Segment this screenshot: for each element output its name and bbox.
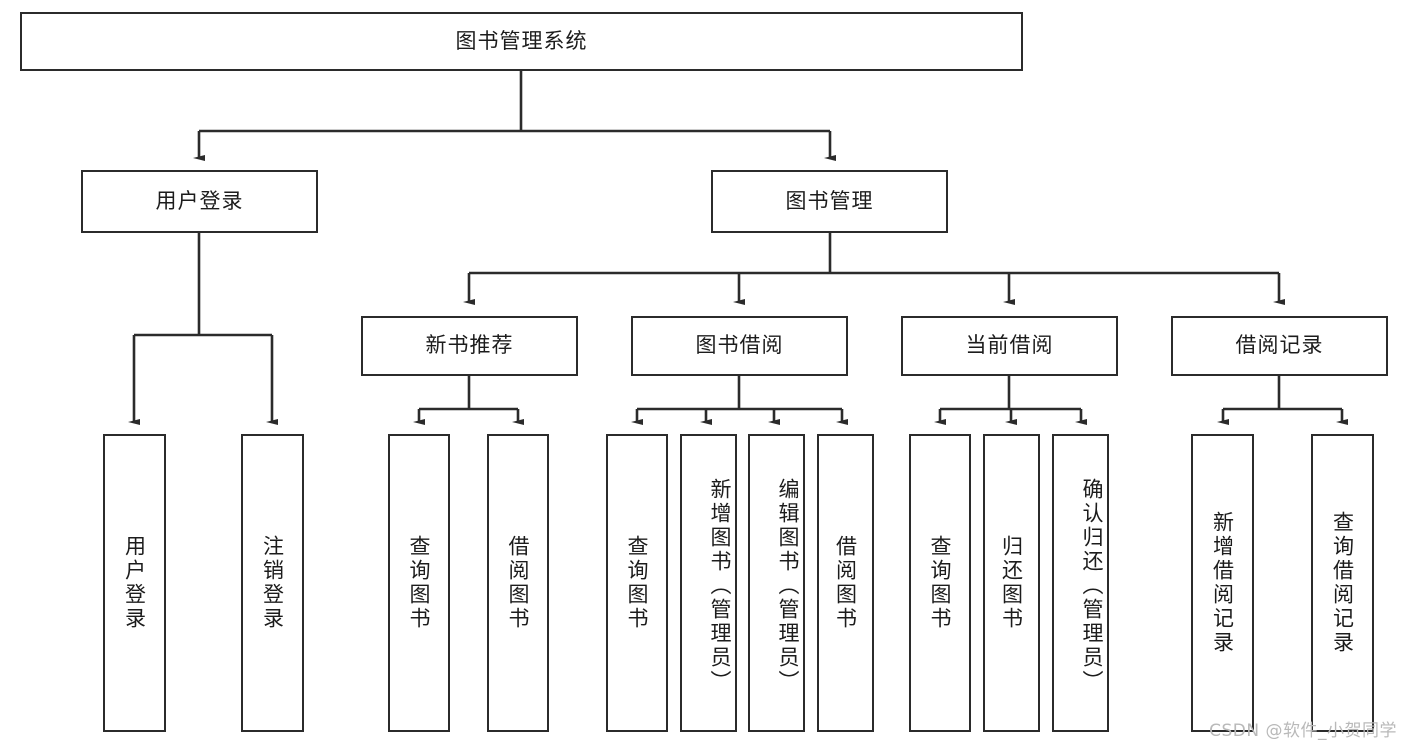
node-leaf-query-book-2[interactable]: 查询图书 (606, 434, 668, 732)
node-leaf-return-book-label: 归还图书 (999, 535, 1024, 631)
node-leaf-query-book-1[interactable]: 查询图书 (388, 434, 450, 732)
node-borrow-record-label: 借阅记录 (1235, 333, 1324, 358)
node-leaf-confirm-return-label: 确认归还（管理员） (1080, 478, 1104, 694)
node-leaf-query-borrow-record[interactable]: 查询借阅记录 (1311, 434, 1374, 732)
node-leaf-user-login[interactable]: 用户登录 (103, 434, 166, 732)
node-leaf-add-borrow-record-label: 新增借阅记录 (1210, 511, 1235, 655)
node-user-login-label: 用户登录 (155, 188, 244, 213)
node-book-management-label: 图书管理 (785, 188, 874, 213)
node-leaf-query-book-3-label: 查询图书 (928, 535, 952, 631)
node-leaf-edit-book-label: 编辑图书（管理员） (776, 478, 800, 694)
node-leaf-query-book-1-label: 查询图书 (407, 535, 431, 631)
node-leaf-query-borrow-record-label: 查询借阅记录 (1330, 511, 1355, 655)
node-leaf-confirm-return[interactable]: 确认归还（管理员） (1052, 434, 1109, 732)
node-leaf-return-book[interactable]: 归还图书 (983, 434, 1040, 732)
node-leaf-borrow-book-2[interactable]: 借阅图书 (817, 434, 874, 732)
node-leaf-edit-book[interactable]: 编辑图书（管理员） (748, 434, 805, 732)
node-leaf-add-borrow-record[interactable]: 新增借阅记录 (1191, 434, 1254, 732)
node-book-borrow[interactable]: 图书借阅 (631, 316, 848, 376)
node-leaf-borrow-book-1-label: 借阅图书 (506, 535, 530, 631)
node-leaf-logout-label: 注销登录 (260, 535, 285, 631)
node-book-management[interactable]: 图书管理 (711, 170, 948, 233)
node-user-login[interactable]: 用户登录 (81, 170, 318, 233)
node-new-book-recommend-label: 新书推荐 (425, 333, 514, 358)
node-new-book-recommend[interactable]: 新书推荐 (361, 316, 578, 376)
node-root[interactable]: 图书管理系统 (20, 12, 1023, 71)
node-root-label: 图书管理系统 (455, 28, 588, 53)
node-leaf-logout[interactable]: 注销登录 (241, 434, 304, 732)
node-leaf-query-book-3[interactable]: 查询图书 (909, 434, 971, 732)
node-leaf-borrow-book-1[interactable]: 借阅图书 (487, 434, 549, 732)
node-leaf-add-book-label: 新增图书（管理员） (708, 478, 732, 694)
node-book-borrow-label: 图书借阅 (695, 333, 784, 358)
node-leaf-borrow-book-2-label: 借阅图书 (833, 535, 858, 631)
node-current-borrow[interactable]: 当前借阅 (901, 316, 1118, 376)
node-leaf-query-book-2-label: 查询图书 (625, 535, 649, 631)
node-leaf-user-login-label: 用户登录 (122, 535, 147, 631)
node-borrow-record[interactable]: 借阅记录 (1171, 316, 1388, 376)
node-current-borrow-label: 当前借阅 (965, 333, 1054, 358)
node-leaf-add-book[interactable]: 新增图书（管理员） (680, 434, 737, 732)
